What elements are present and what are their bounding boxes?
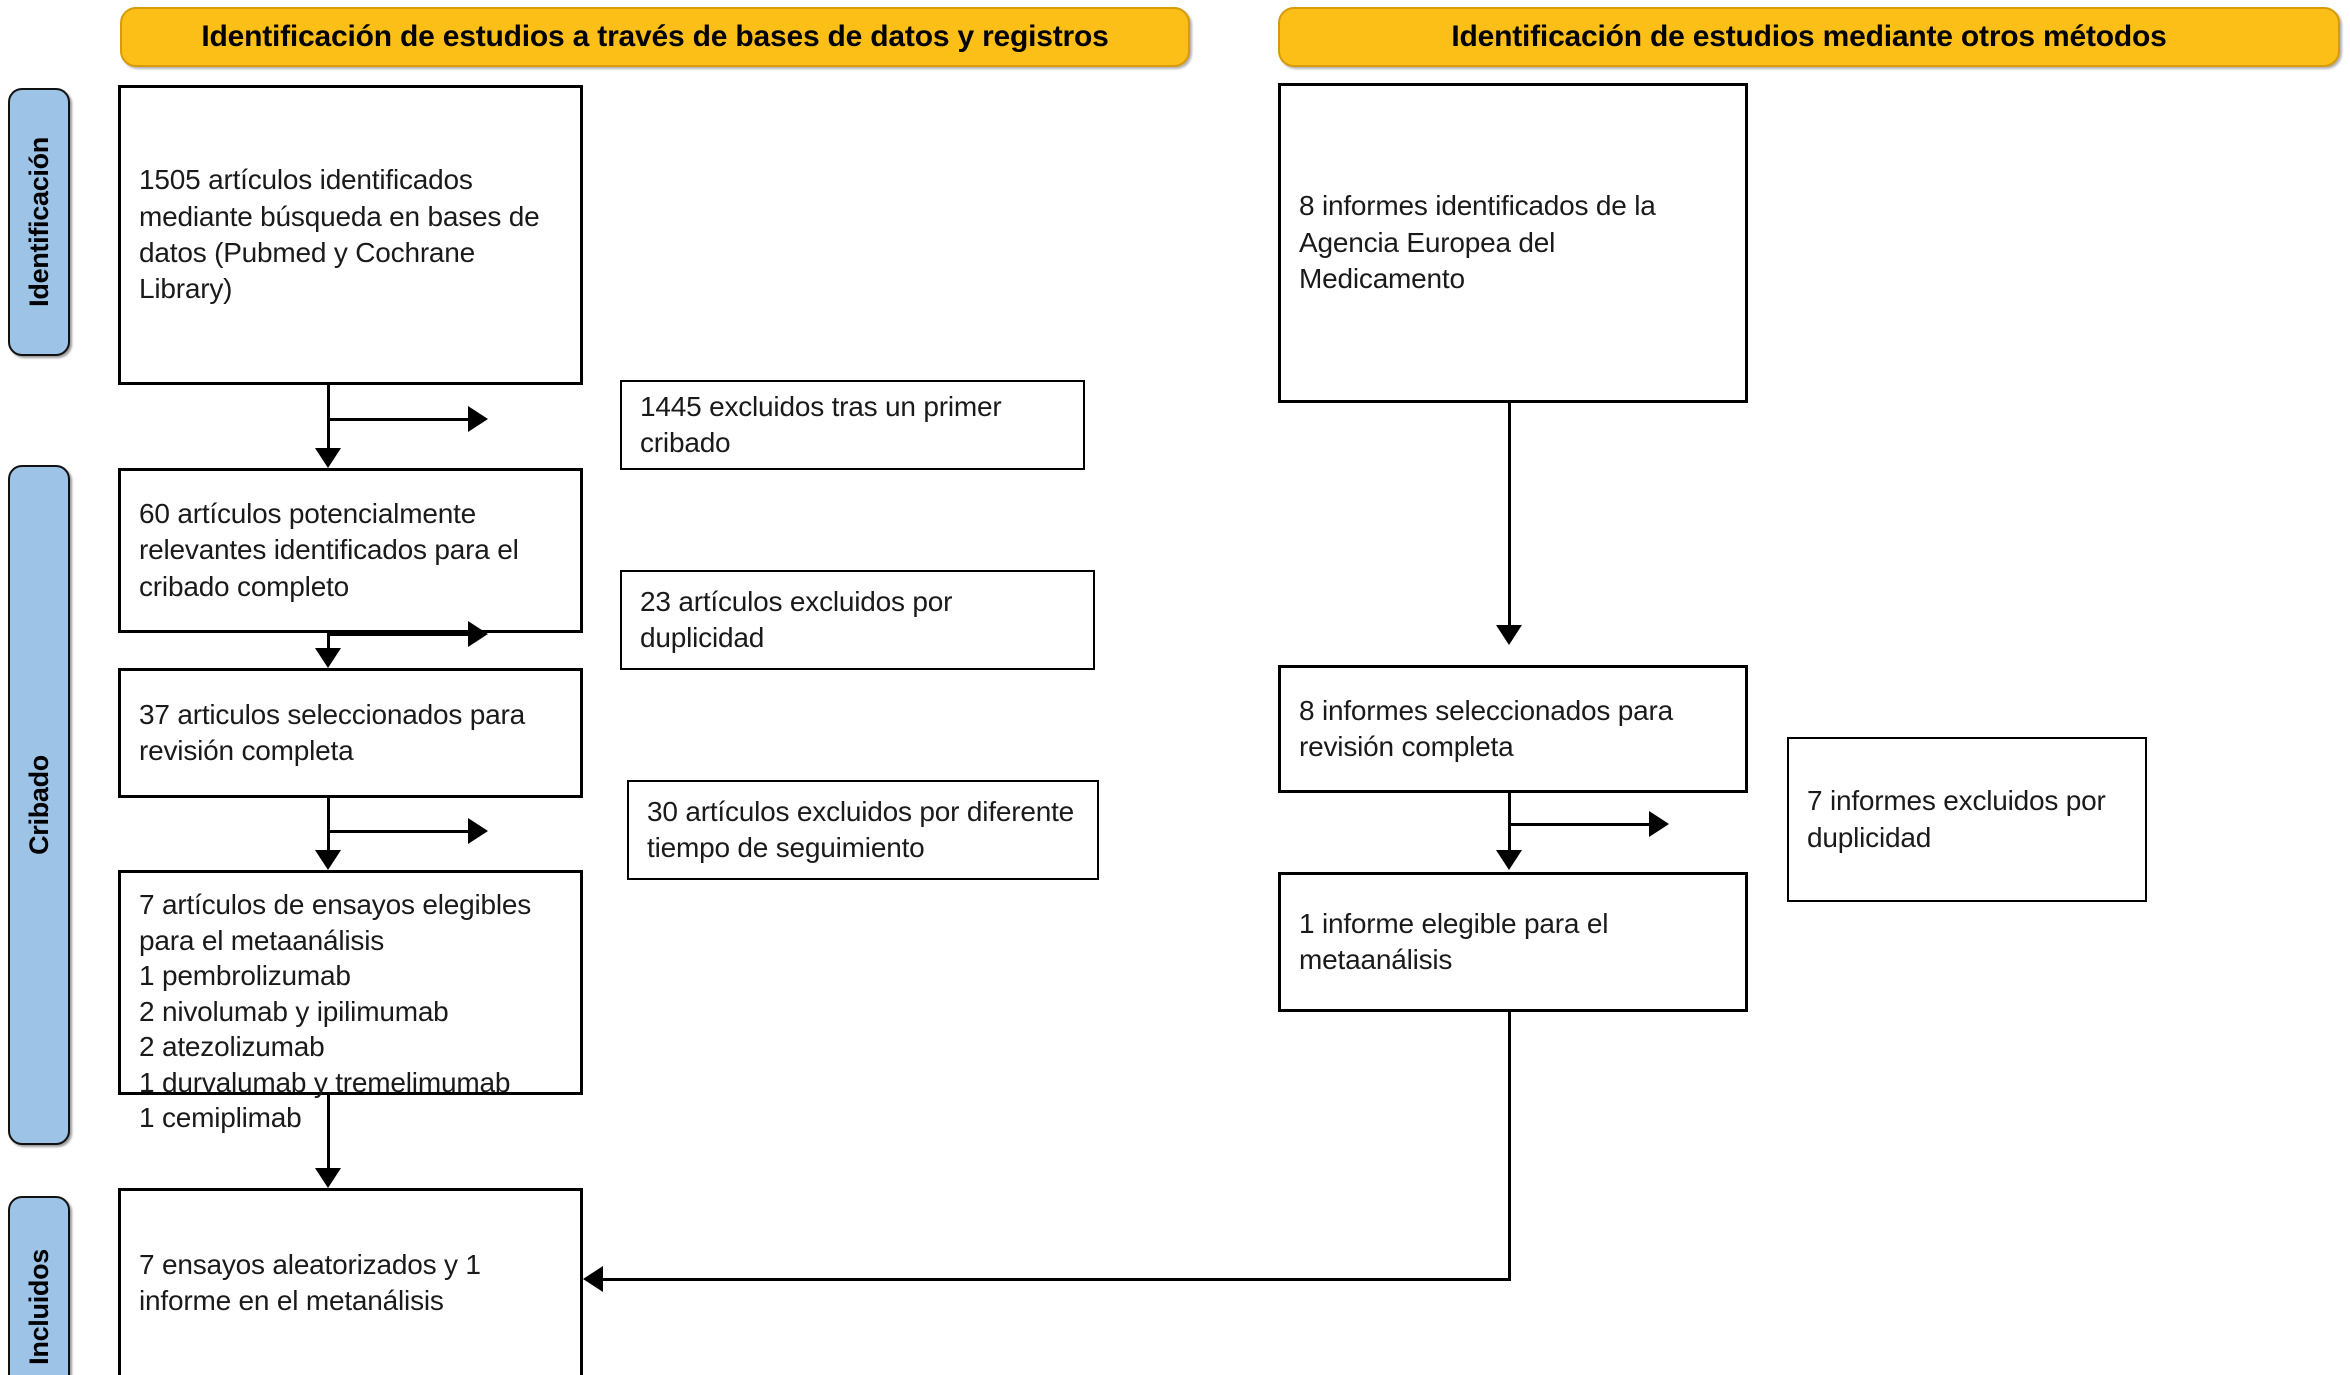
arrowhead-branch-duplicates — [468, 621, 488, 647]
connector-branch-follow-up-time — [328, 830, 468, 833]
box-eligible-trials-text: 7 artículos de ensayos elegibles para el… — [139, 889, 532, 1134]
connector-branch-first-screening — [328, 418, 468, 421]
connector-branch-duplicates — [328, 633, 468, 636]
box-excluded-first-screening-text: 1445 excluidos tras un primer cribado — [640, 390, 1002, 458]
stage-pill-cribado: Cribado — [8, 465, 70, 1145]
connector-reports-eligible-elbow-vertical — [1508, 1012, 1511, 1280]
arrowhead-branch-first-screening — [468, 406, 488, 432]
arrowhead-branch-follow-up-time — [468, 818, 488, 844]
box-records-identified-databases-text: 1505 artículos identificados mediante bú… — [139, 164, 540, 305]
arrowhead-reports-selected-to-eligible — [1496, 850, 1522, 870]
box-eligible-trials: 7 artículos de ensayos elegibles para el… — [118, 870, 583, 1133]
connector-identified-to-relevant — [327, 385, 330, 448]
stage-pill-identificacion: Identificación — [8, 88, 70, 356]
box-reports-eligible: 1 informe elegible para el metaanálisis — [1278, 872, 1748, 1012]
stage-label-cribado: Cribado — [23, 755, 54, 855]
box-reports-identified-ema: 8 informes identificados de la Agencia E… — [1278, 83, 1748, 403]
box-reports-identified-ema-text: 8 informes identificados de la Agencia E… — [1299, 190, 1656, 295]
arrowhead-ema-to-selected — [1496, 625, 1522, 645]
box-potentially-relevant-text: 60 artículos potencialmente relevantes i… — [139, 497, 519, 602]
arrowhead-relevant-to-selected — [315, 648, 341, 668]
box-reports-eligible-text: 1 informe elegible para el metaanálisis — [1299, 907, 1609, 975]
connector-selected-to-eligible — [327, 798, 330, 850]
banner-other-methods-label: Identificación de estudios mediante otro… — [1451, 20, 2167, 53]
box-included-final: 7 ensayos aleatorizados y 1 informe en e… — [118, 1188, 583, 1375]
box-selected-full-review-text: 37 articulos seleccionados para revisión… — [139, 698, 526, 766]
box-excluded-duplicates: 23 artículos excluidos por duplicidad — [620, 570, 1095, 670]
box-reports-excluded-duplicates: 7 informes excluidos por duplicidad — [1787, 737, 2147, 902]
arrowhead-branch-reports-duplicates — [1649, 811, 1669, 837]
box-selected-full-review: 37 articulos seleccionados para revisión… — [118, 668, 583, 798]
box-reports-selected-full-review: 8 informes seleccionados para revisión c… — [1278, 665, 1748, 793]
banner-databases-label: Identificación de estudios a través de b… — [201, 20, 1109, 53]
arrowhead-identified-to-relevant — [315, 448, 341, 468]
box-reports-selected-full-review-text: 8 informes seleccionados para revisión c… — [1299, 694, 1673, 762]
box-excluded-duplicates-text: 23 artículos excluidos por duplicidad — [640, 585, 953, 653]
stage-pill-incluidos: Incluidos — [8, 1196, 70, 1375]
box-excluded-follow-up-time-text: 30 artículos excluidos por diferente tie… — [647, 795, 1075, 863]
box-excluded-follow-up-time: 30 artículos excluidos por diferente tie… — [627, 780, 1099, 880]
arrowhead-eligible-to-included — [315, 1168, 341, 1188]
stage-label-incluidos: Incluidos — [23, 1249, 54, 1365]
stage-label-identificacion: Identificación — [23, 137, 54, 307]
connector-reports-eligible-elbow-horizontal — [603, 1278, 1511, 1281]
box-included-final-text: 7 ensayos aleatorizados y 1 informe en e… — [139, 1248, 481, 1316]
connector-ema-to-selected — [1508, 403, 1511, 625]
arrowhead-selected-to-eligible — [315, 850, 341, 870]
box-excluded-first-screening: 1445 excluidos tras un primer cribado — [620, 380, 1085, 470]
box-potentially-relevant: 60 artículos potencialmente relevantes i… — [118, 468, 583, 633]
banner-databases: Identificación de estudios a través de b… — [120, 7, 1190, 67]
box-records-identified-databases: 1505 artículos identificados mediante bú… — [118, 85, 583, 385]
connector-eligible-to-included — [327, 1095, 330, 1168]
connector-branch-reports-duplicates — [1509, 823, 1649, 826]
banner-other-methods: Identificación de estudios mediante otro… — [1278, 7, 2340, 67]
connector-reports-selected-to-eligible — [1508, 793, 1511, 850]
box-reports-excluded-duplicates-text: 7 informes excluidos por duplicidad — [1807, 785, 2106, 853]
arrowhead-reports-eligible-to-included — [583, 1266, 603, 1292]
